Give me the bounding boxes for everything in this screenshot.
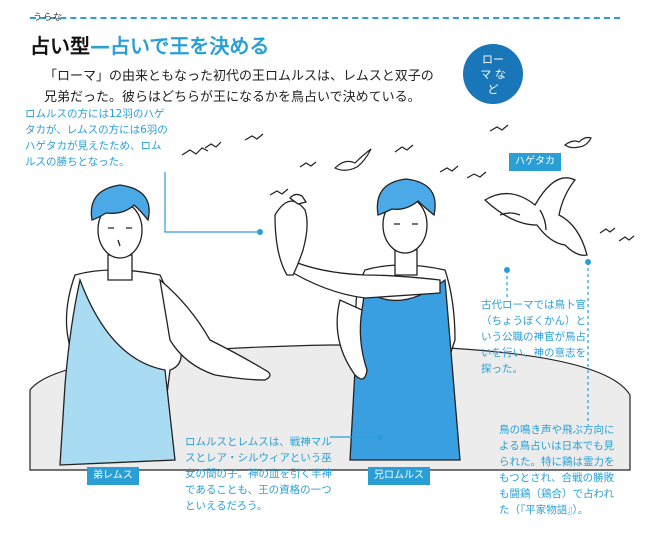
title-main: 占い型: [30, 34, 90, 58]
title-dash: —: [90, 34, 110, 58]
birds-flock: [181, 124, 635, 242]
title-subtitle: 占いで王を決める: [110, 34, 270, 58]
romulus-hair: [376, 178, 436, 217]
region-badge: ローマ など: [463, 44, 523, 104]
remus-robe: [59, 277, 176, 466]
vulture-large: [483, 177, 588, 256]
romulus-figure: [282, 178, 461, 461]
intro-paragraph: 「ローマ」の由来ともなった初代の王ロムルスは、レムスと双子の兄弟だった。彼らはど…: [44, 69, 434, 105]
callout-lines: [164, 172, 591, 440]
remus-neck: [107, 254, 133, 281]
remus-figure: [59, 184, 271, 466]
romulus-neck: [394, 249, 418, 276]
label-remus: 弟レムス: [87, 467, 139, 485]
region-badge-text: ローマ など: [480, 52, 506, 96]
label-romulus: 兄ロムルス: [368, 467, 430, 485]
title-ruby: うらな: [33, 13, 64, 23]
note-twins: ロムルスとレムスは、戦神マルスとレア・シルウィアという巫女の間の子。神の血を引く…: [185, 436, 332, 512]
dashed-top-rule: [30, 17, 620, 19]
note-japan: 鳥の鳴き声や飛ぶ方向による鳥占いは日本でも見られた。特に鶏は霊力をもつとされ、合…: [499, 424, 615, 516]
vulture-perched: [274, 193, 308, 276]
remus-hair: [90, 184, 150, 222]
page-title: 占い型—占いで王を決める: [30, 30, 269, 59]
note-augur: 古代ローマでは鳥卜官（ちょうぼくかん）という公職の神官が鳥占いを行い、神の意志を…: [481, 299, 586, 375]
label-vulture: ハゲタカ: [509, 153, 561, 171]
note-eagle-count: ロムルスの方には12羽のハゲタカが、レムスの方には6羽のハゲタカが見えたため、ロ…: [25, 108, 168, 168]
